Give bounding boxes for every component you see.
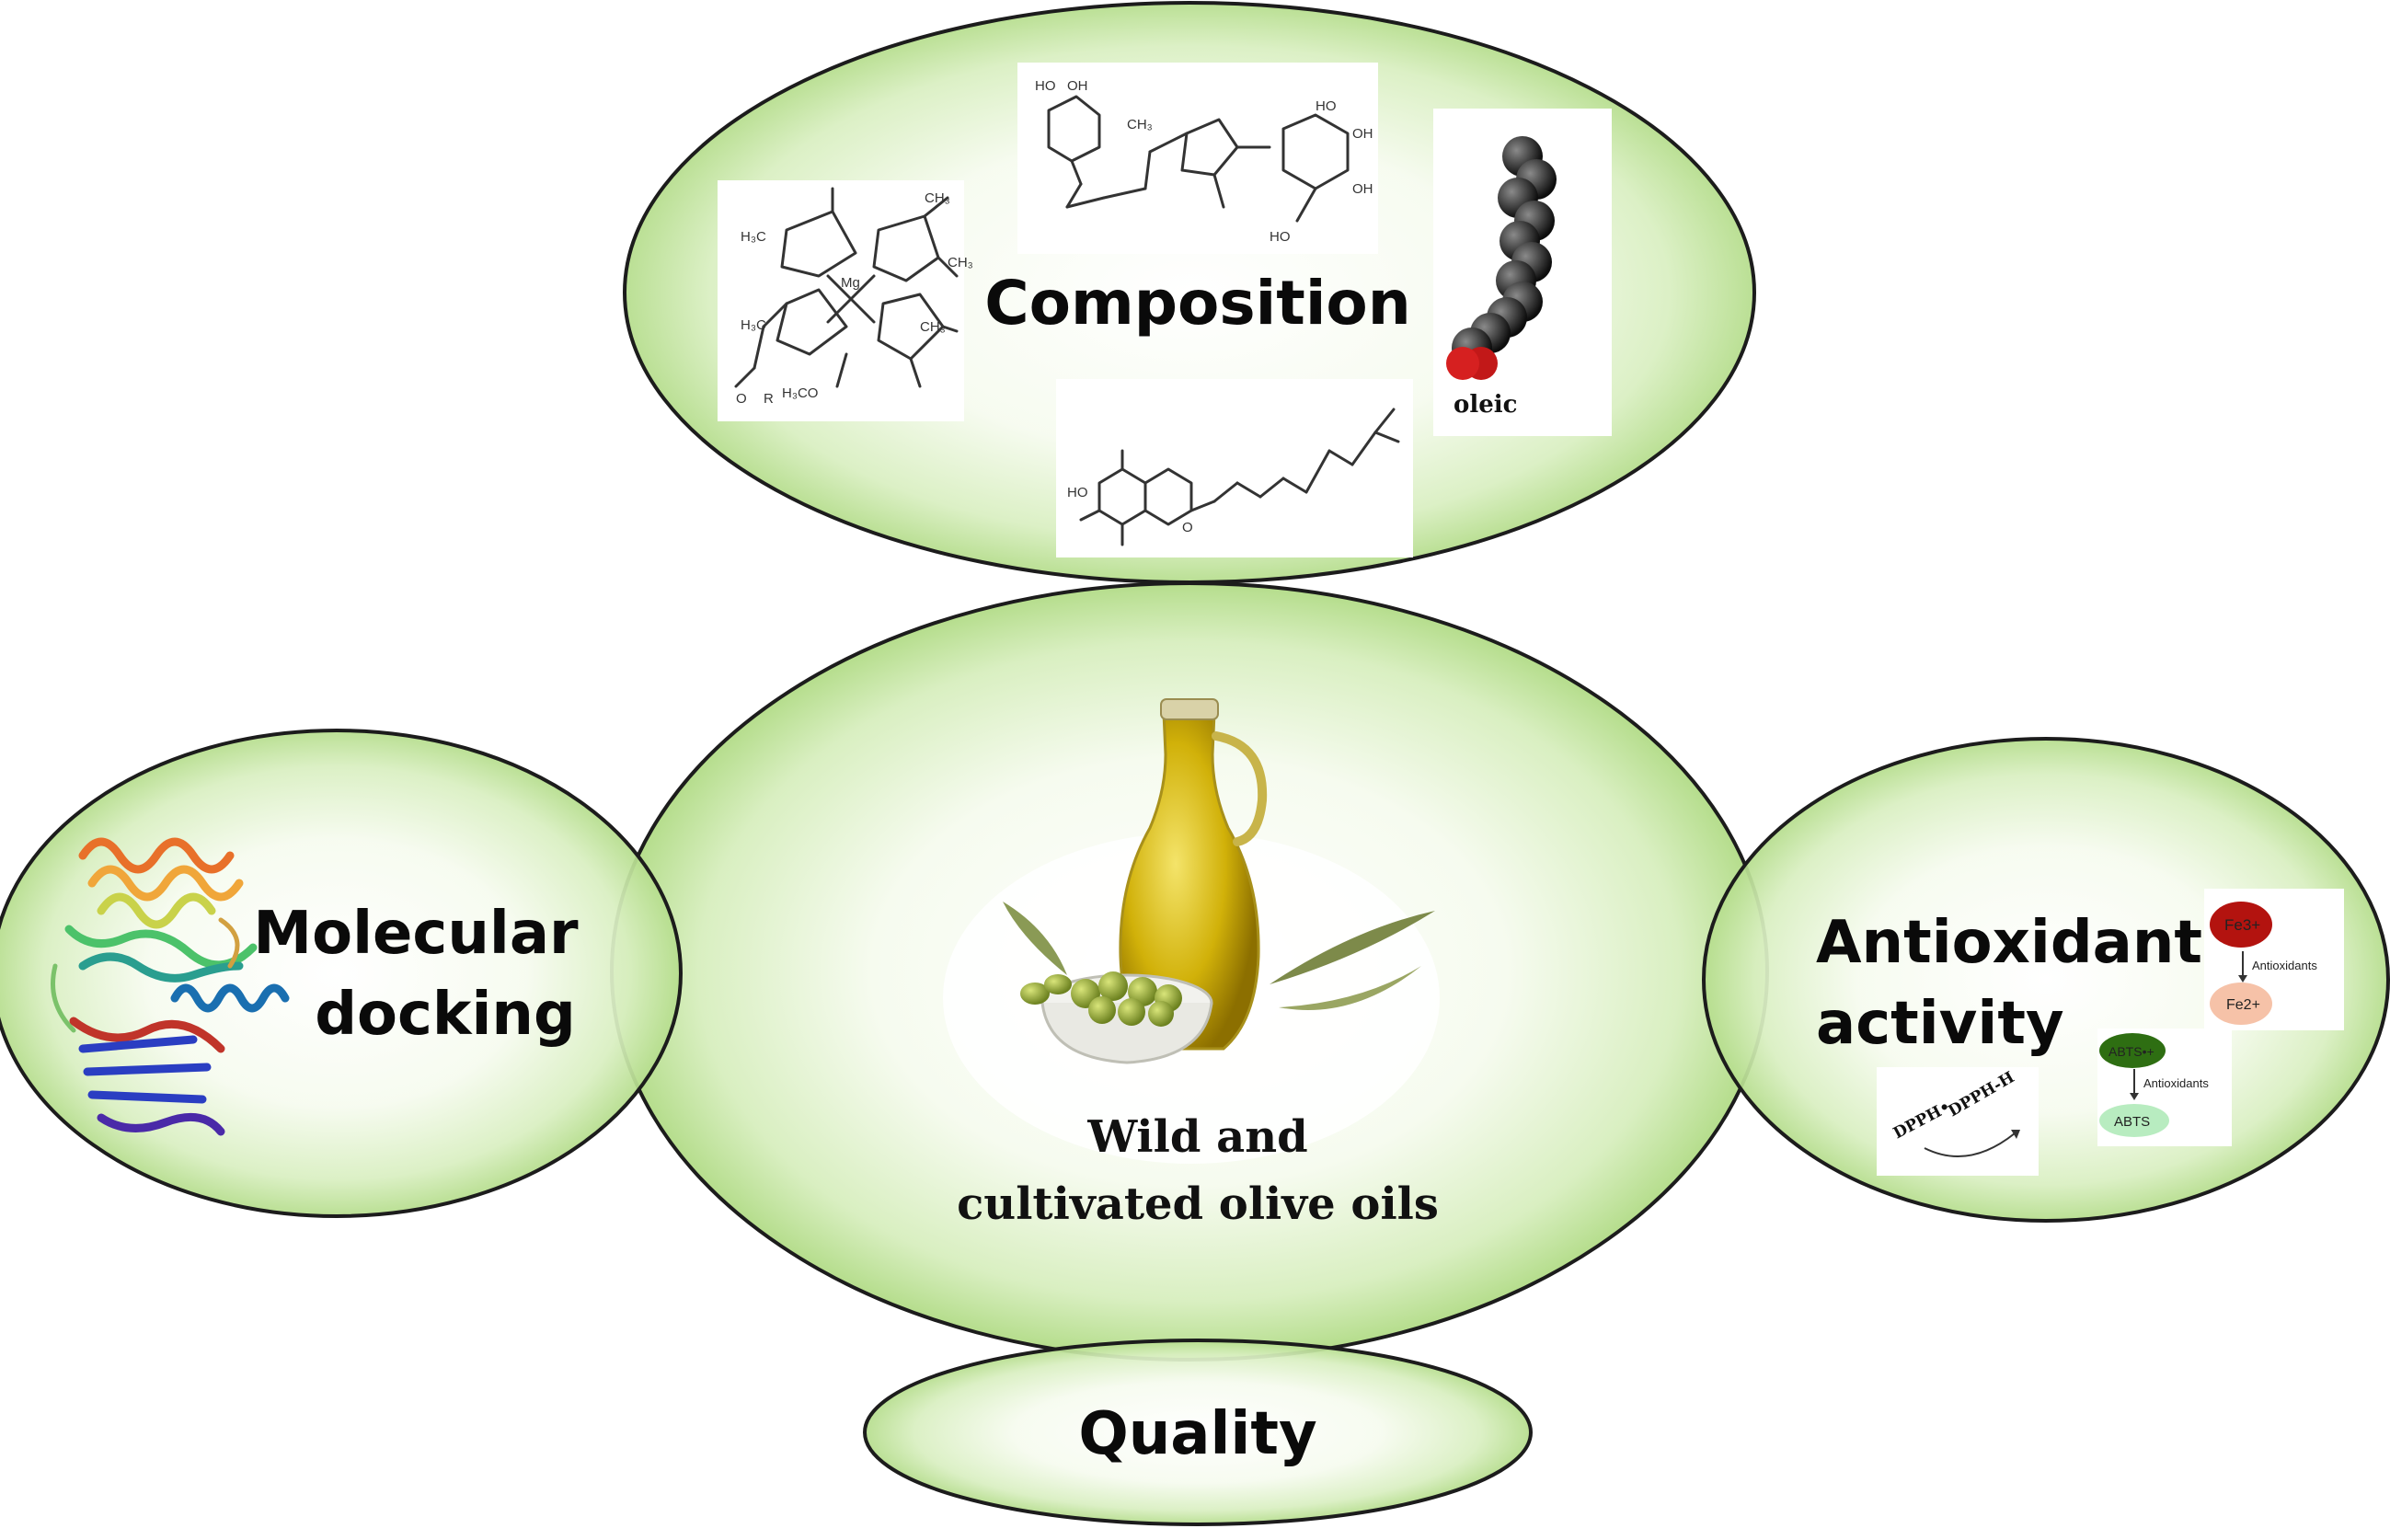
abts-arrow-label: Antioxidants bbox=[2143, 1076, 2209, 1090]
quality-bubble bbox=[863, 1339, 1533, 1526]
svg-text:O: O bbox=[1182, 520, 1193, 535]
abts-scheme: ABTS•+ Antioxidants ABTS bbox=[2097, 1029, 2232, 1146]
mg-label: Mg bbox=[841, 275, 860, 291]
svg-text:H₃C: H₃C bbox=[741, 317, 766, 333]
svg-text:CH₃: CH₃ bbox=[948, 255, 973, 270]
svg-text:HO: HO bbox=[1035, 78, 1056, 94]
svg-text:R: R bbox=[764, 391, 774, 407]
tocopherol-structure: HO O bbox=[1056, 379, 1413, 557]
dpph-scheme: DPPH• DPPH-H bbox=[1877, 1067, 2039, 1176]
docking-bubble bbox=[0, 729, 683, 1218]
oleic-acid-model: oleic bbox=[1433, 109, 1612, 436]
docking-label-line1: Molecular bbox=[253, 900, 579, 968]
svg-text:HO: HO bbox=[1316, 98, 1337, 114]
fe-reduction-scheme: Fe3+ Antioxidants Fe2+ bbox=[2204, 889, 2344, 1030]
svg-text:CH₃: CH₃ bbox=[920, 319, 946, 335]
svg-text:OH: OH bbox=[1067, 78, 1088, 94]
svg-text:HO: HO bbox=[1067, 485, 1088, 500]
abts-label: ABTS bbox=[2114, 1114, 2150, 1130]
abts-radical-ellipse bbox=[2099, 1033, 2166, 1068]
antioxidant-label-line1: Antioxidant bbox=[1816, 909, 2202, 977]
olive-oil-bottle-illustration bbox=[943, 698, 1440, 1164]
svg-text:OH: OH bbox=[1352, 181, 1373, 197]
composition-label: Composition bbox=[984, 268, 1411, 339]
fe2-label: Fe2+ bbox=[2226, 997, 2260, 1013]
abts-radical-label: ABTS•+ bbox=[2108, 1044, 2154, 1059]
fe3-label: Fe3+ bbox=[2224, 916, 2260, 934]
svg-text:CH₃: CH₃ bbox=[925, 190, 950, 206]
svg-text:O: O bbox=[736, 391, 747, 407]
svg-text:OH: OH bbox=[1352, 126, 1373, 142]
fe-arrow-label: Antioxidants bbox=[2252, 959, 2317, 972]
center-label-line2: cultivated olive oils bbox=[957, 1178, 1439, 1230]
oleic-label: oleic bbox=[1454, 391, 1517, 419]
oleuropein-structure: HO OH CH₃ HO OH OH HO bbox=[1017, 63, 1378, 254]
quality-label: Quality bbox=[1078, 1400, 1316, 1468]
svg-text:CH₃: CH₃ bbox=[1127, 117, 1153, 132]
protein-ribbon-illustration bbox=[51, 837, 290, 1136]
svg-text:H₃C: H₃C bbox=[741, 229, 766, 245]
fe3-ellipse bbox=[2210, 902, 2272, 948]
antioxidant-label-line2: activity bbox=[1816, 990, 2064, 1058]
svg-text:HO: HO bbox=[1270, 229, 1291, 245]
fe2-ellipse bbox=[2210, 983, 2272, 1025]
abts-ellipse bbox=[2099, 1104, 2169, 1137]
svg-text:H₃CO: H₃CO bbox=[782, 385, 818, 401]
chlorophyll-structure: Mg H₃C CH₃ CH₃ H₃C CH₃ H₃CO O R bbox=[718, 180, 973, 421]
center-label-line1: Wild and bbox=[1086, 1111, 1307, 1163]
docking-label-line2: docking bbox=[315, 981, 576, 1049]
